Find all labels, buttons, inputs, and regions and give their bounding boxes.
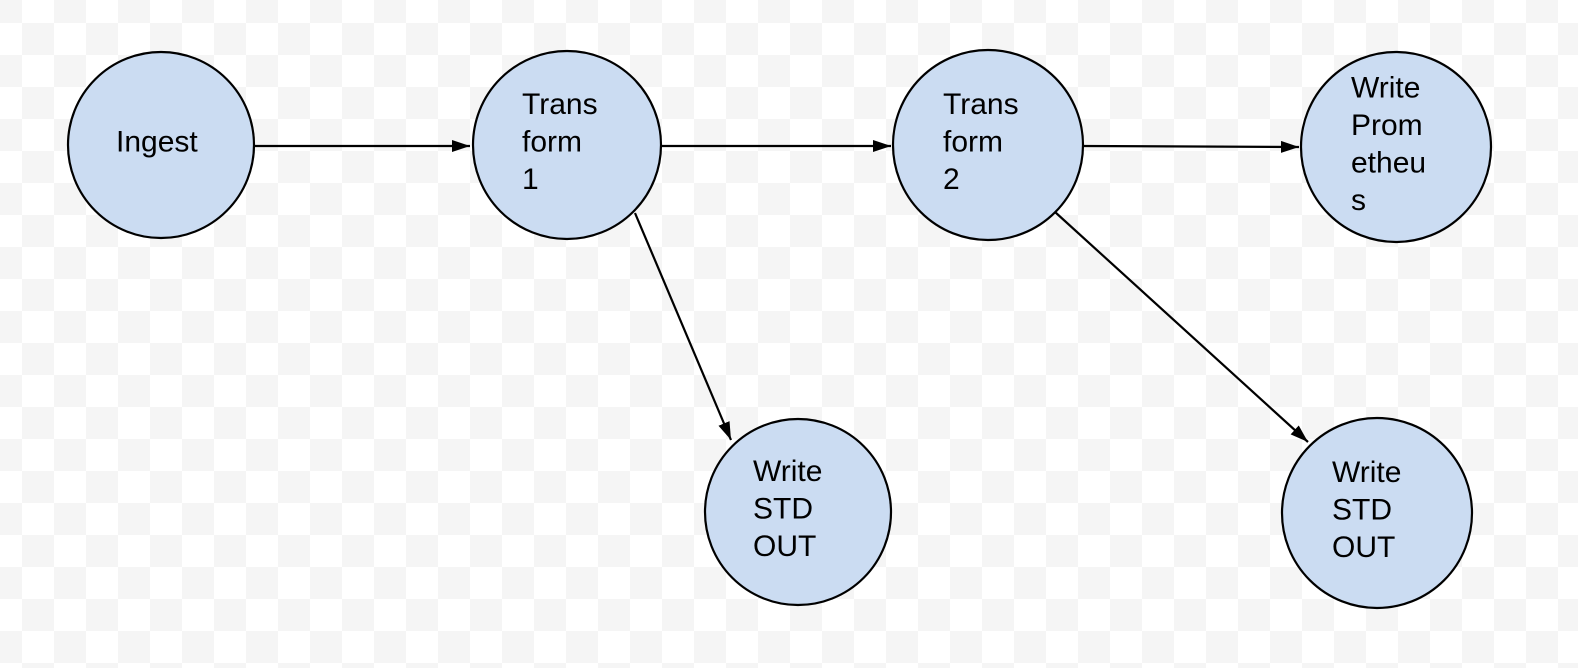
edge-transform-2-to-write-stdout-b <box>1054 211 1309 443</box>
edge-transform-2-to-write-prometheus <box>1081 140 1300 153</box>
node-ingest-circle <box>66 50 256 240</box>
node-ingest: Ingest <box>66 50 256 240</box>
edge-transform-1-to-write-stdout-a <box>633 212 733 441</box>
node-write-stdout-a-circle <box>703 417 893 607</box>
node-write-prometheus-circle <box>1299 50 1493 244</box>
node-write-stdout-b-circle <box>1280 416 1474 610</box>
node-transform-1-circle <box>471 49 663 241</box>
node-ingest-label: Ingest <box>116 126 198 159</box>
node-transform-2-circle <box>891 48 1085 242</box>
